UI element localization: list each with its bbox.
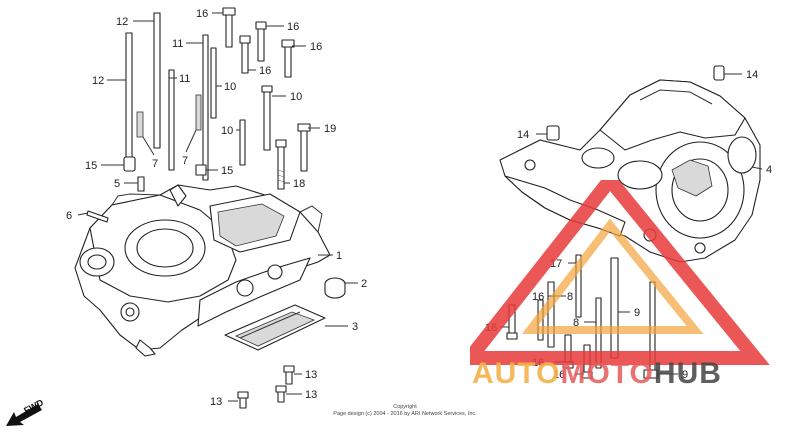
- callout-15-b: 15: [221, 165, 233, 177]
- bolts-13: [237, 365, 295, 409]
- callout-9-b: 9: [682, 369, 688, 381]
- callout-9-a: 9: [634, 307, 640, 319]
- callout-19: 19: [324, 123, 336, 135]
- watermark-moto: MOTO: [560, 357, 654, 390]
- callout-6: 6: [66, 210, 72, 222]
- callout-16-a: 16: [196, 8, 208, 20]
- pin-5: [137, 176, 145, 192]
- callout-16-c: 16: [310, 41, 322, 53]
- dowel-pin-6: [86, 210, 109, 223]
- callout-12-top: 12: [116, 16, 128, 28]
- crankcase-cover-3: [224, 304, 326, 351]
- callout-13-a: 13: [305, 369, 317, 381]
- callout-8-b: 8: [573, 317, 579, 329]
- stud-bolts-11: [168, 34, 209, 181]
- callout-4: 4: [766, 164, 772, 176]
- upper-crankcase: [74, 184, 331, 357]
- watermark-hub: HUB: [653, 357, 722, 390]
- stud-bolts-12: [125, 12, 161, 164]
- stud-bolts-10: [210, 47, 273, 166]
- callout-1: 1: [336, 250, 342, 262]
- copyright-line-2: Page design (c) 2004 - 2016 by ARI Netwo…: [333, 411, 477, 417]
- callout-12-mid: 12: [92, 75, 104, 87]
- callout-14-b: 14: [517, 129, 529, 141]
- bolt-19: [297, 123, 311, 172]
- callout-7-b: 7: [182, 155, 188, 167]
- watermark-text: AUTOMOTOHUB: [472, 357, 722, 391]
- bolts-16: [222, 7, 295, 78]
- lower-crankcase: [499, 79, 761, 263]
- dowels-14: [546, 65, 725, 141]
- left-leader-lines: [77, 12, 358, 402]
- watermark-auto: AUTO: [472, 357, 561, 390]
- callout-16-d: 16: [259, 65, 271, 77]
- callout-10-c: 10: [221, 125, 233, 137]
- left-callouts: 12 12 11 11 16 16 16 16 10 10 10 19 18 1…: [66, 8, 367, 408]
- copyright-line-1: Copyright: [393, 404, 417, 410]
- callout-16-e: 16: [532, 291, 544, 303]
- callout-5: 5: [114, 178, 120, 190]
- callout-10-b: 10: [290, 91, 302, 103]
- callout-2: 2: [361, 278, 367, 290]
- oil-plug-2: [324, 277, 346, 299]
- callout-16-b: 16: [287, 21, 299, 33]
- copyright-notice: Copyright Page design (c) 2004 - 2016 by…: [300, 404, 510, 418]
- callout-13-b: 13: [305, 389, 317, 401]
- dowels-15: [123, 156, 207, 176]
- callout-16-h: 16: [553, 369, 565, 381]
- callout-15-a: 15: [85, 160, 97, 172]
- callout-7-a: 7: [152, 158, 158, 170]
- callout-13-c: 13: [210, 396, 222, 408]
- callout-11-top: 11: [172, 38, 183, 50]
- callout-11-mid: 11: [179, 73, 190, 85]
- callout-8-a: 8: [567, 291, 573, 303]
- callout-18: 18: [293, 178, 305, 190]
- callout-10-a: 10: [224, 81, 236, 93]
- callout-14-a: 14: [746, 69, 758, 81]
- callout-3: 3: [352, 321, 358, 333]
- fwd-arrow-icon: FWD: [6, 398, 45, 426]
- bolt-18: [275, 139, 287, 190]
- watermark-logo: [470, 180, 770, 365]
